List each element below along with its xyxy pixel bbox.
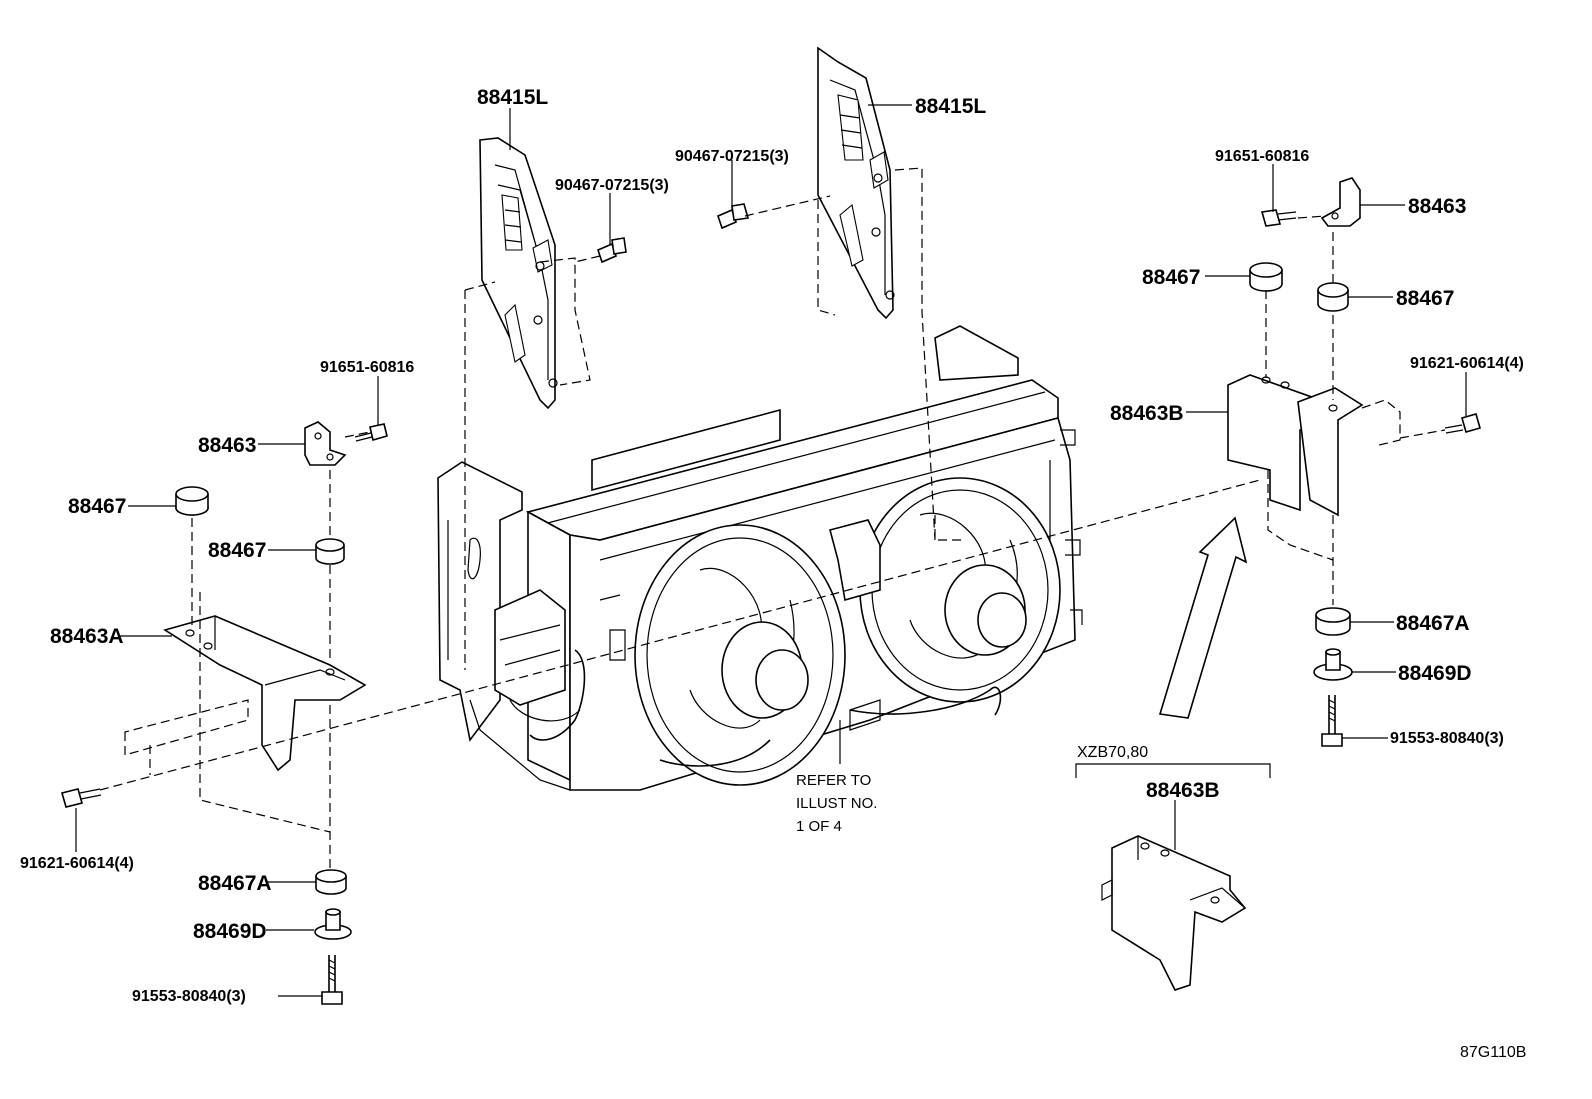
bolt-91621-left	[61, 788, 102, 808]
left-clip-88463	[304, 421, 347, 466]
label-88463A: 88463A	[50, 625, 124, 648]
label-88467A-right: 88467A	[1396, 612, 1470, 635]
right-clip-88463	[1320, 177, 1361, 227]
refer-note-line2: ILLUST NO.	[796, 795, 877, 812]
label-88467A-left: 88467A	[198, 872, 272, 895]
cushion-88467-right-top	[1249, 262, 1283, 292]
label-88469D-right: 88469D	[1398, 662, 1472, 685]
label-88463-right: 88463	[1408, 195, 1466, 218]
label-88467-right-mid: 88467	[1396, 287, 1454, 310]
label-91621-right: 91621-60614(4)	[1410, 355, 1524, 372]
bolt-91621-right	[1444, 413, 1481, 434]
bolt-91651-left	[354, 423, 388, 442]
left-fan	[634, 524, 846, 786]
left-shroud-seal-88415L	[479, 137, 558, 410]
label-90467-right: 90467-07215(3)	[675, 148, 789, 165]
fan-shroud-assembly	[437, 325, 1083, 791]
label-88463-left: 88463	[198, 434, 256, 457]
cushion-88467A-right	[1315, 607, 1351, 636]
collar-88469D-right	[1313, 648, 1353, 681]
direction-arrow	[1158, 516, 1248, 719]
cushion-88467-left-top	[175, 486, 209, 516]
cushion-88467-right-mid	[1317, 282, 1349, 312]
leader-lines	[75, 104, 1467, 997]
left-bracket-88463A	[163, 615, 367, 772]
label-88415L-left: 88415L	[477, 86, 548, 109]
right-bracket-88463B	[1227, 374, 1364, 517]
label-88467-right-top: 88467	[1142, 266, 1200, 289]
cushion-88467-left-mid	[315, 538, 345, 565]
label-88467-left-mid: 88467	[208, 539, 266, 562]
label-88463B-main: 88463B	[1110, 402, 1184, 425]
label-88467-left-top: 88467	[68, 495, 126, 518]
label-91553-left: 91553-80840(3)	[132, 988, 246, 1005]
diagram-id: 87G110B	[1460, 1044, 1526, 1061]
right-fan	[849, 477, 1061, 716]
variant-label: XZB70,80	[1077, 744, 1148, 761]
part-labels: 88415L 88415L 90467-07215(3) 90467-07215…	[20, 86, 1526, 1061]
assembly-lines	[99, 167, 1446, 870]
label-91651-right: 91651-60816	[1215, 148, 1309, 165]
cushion-88467A-left	[315, 869, 347, 895]
collar-88469D-left	[314, 908, 352, 940]
bolt-91651-right	[1260, 209, 1297, 227]
label-91553-right: 91553-80840(3)	[1390, 730, 1504, 747]
label-88415L-right: 88415L	[915, 95, 986, 118]
label-88469D-left: 88469D	[193, 920, 267, 943]
clip-90467-left	[597, 237, 627, 264]
clip-90467-right	[717, 203, 750, 230]
label-91621-left: 91621-60614(4)	[20, 855, 134, 872]
label-91651-left: 91651-60816	[320, 359, 414, 376]
bolt-91553-left	[321, 955, 343, 1005]
refer-note-line1: REFER TO	[796, 772, 871, 789]
refer-note-line3: 1 OF 4	[796, 818, 842, 835]
label-88463B-variant: 88463B	[1146, 779, 1220, 802]
right-shroud-seal-88415L	[817, 46, 895, 320]
label-90467-left: 90467-07215(3)	[555, 177, 669, 194]
bolt-91553-right	[1321, 695, 1343, 747]
variant-bracket-88463B	[1101, 835, 1247, 991]
